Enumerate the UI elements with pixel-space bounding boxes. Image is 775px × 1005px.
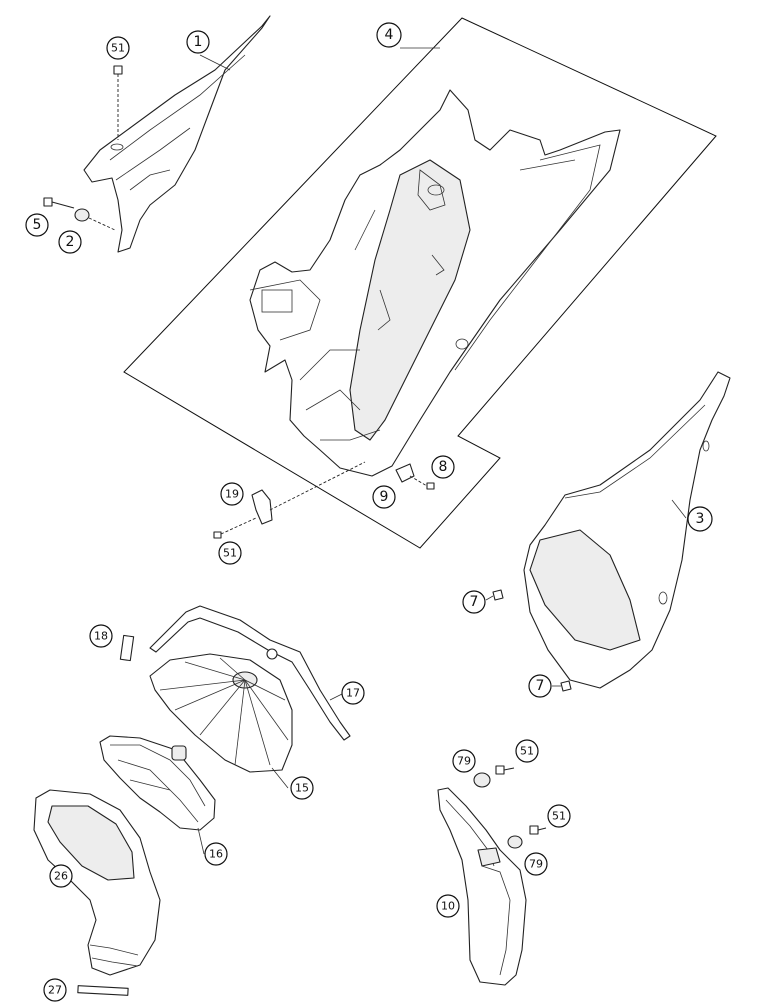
part-15-air-filter[interactable] xyxy=(149,653,293,773)
svg-text:15: 15 xyxy=(295,782,309,795)
fastener-51-top[interactable] xyxy=(113,65,123,140)
part-16-filter-cage[interactable] xyxy=(99,735,216,831)
callout-18: 18 xyxy=(89,624,113,648)
svg-text:79: 79 xyxy=(457,755,471,768)
screw-5[interactable] xyxy=(43,197,75,209)
screw-51-upper-right[interactable] xyxy=(495,765,515,775)
svg-text:51: 51 xyxy=(223,547,237,560)
washer-79-lower[interactable] xyxy=(507,835,523,849)
callout-3: 3 xyxy=(687,506,713,532)
svg-text:5: 5 xyxy=(33,217,42,233)
svg-text:9: 9 xyxy=(380,489,389,505)
svg-text:19: 19 xyxy=(225,488,239,501)
washer-79-upper[interactable] xyxy=(473,772,491,788)
bolt-8[interactable] xyxy=(426,482,435,490)
callout-51-mid: 51 xyxy=(218,541,242,565)
svg-text:27: 27 xyxy=(48,984,62,997)
screw-7-upper[interactable] xyxy=(492,589,504,601)
screw-51-lower-right[interactable] xyxy=(529,825,547,835)
part-1-left-cover[interactable] xyxy=(83,15,271,253)
callout-5: 5 xyxy=(25,213,49,237)
callout-2: 2 xyxy=(58,230,82,254)
svg-text:3: 3 xyxy=(696,511,705,527)
pin-18[interactable] xyxy=(119,634,135,662)
callout-51-lower-right: 51 xyxy=(547,804,571,828)
part-17-filter-holder[interactable] xyxy=(149,605,351,741)
svg-text:26: 26 xyxy=(54,870,68,883)
callout-79-lower: 79 xyxy=(524,852,548,876)
washer-2[interactable] xyxy=(74,208,116,231)
svg-text:51: 51 xyxy=(520,745,534,758)
bracket-19[interactable] xyxy=(251,461,366,525)
part-10-air-guide[interactable] xyxy=(437,787,527,986)
svg-text:79: 79 xyxy=(529,858,543,871)
svg-text:7: 7 xyxy=(536,678,545,694)
callout-4: 4 xyxy=(376,22,402,48)
callout-10: 10 xyxy=(436,894,460,918)
assembly-frame-4 xyxy=(123,17,717,549)
callout-79-upper: 79 xyxy=(452,749,476,773)
part-3-side-cover[interactable] xyxy=(523,371,731,689)
svg-text:10: 10 xyxy=(441,900,455,913)
part-27-rod[interactable] xyxy=(77,985,129,996)
part-26-intake-boot[interactable] xyxy=(33,789,161,976)
svg-text:2: 2 xyxy=(66,234,75,250)
svg-text:51: 51 xyxy=(111,42,125,55)
callout-7-upper: 7 xyxy=(462,590,486,614)
screw-7-lower[interactable] xyxy=(560,680,572,692)
svg-text:17: 17 xyxy=(346,687,360,700)
svg-text:18: 18 xyxy=(94,630,108,643)
part-4-airbox-assembly[interactable] xyxy=(249,89,621,477)
callout-27: 27 xyxy=(43,978,67,1002)
callout-8: 8 xyxy=(431,455,455,479)
svg-text:7: 7 xyxy=(470,594,479,610)
svg-text:8: 8 xyxy=(439,459,448,475)
svg-text:1: 1 xyxy=(194,34,203,50)
leader-lines xyxy=(197,47,687,855)
callout-16: 16 xyxy=(204,842,228,866)
fastener-51-mid[interactable] xyxy=(213,517,257,539)
svg-text:51: 51 xyxy=(552,810,566,823)
callout-1: 1 xyxy=(186,30,210,54)
callout-19: 19 xyxy=(220,482,244,506)
callout-15: 15 xyxy=(290,776,314,800)
clip-9[interactable] xyxy=(395,463,428,487)
svg-text:16: 16 xyxy=(209,848,223,861)
callout-51-upper-right: 51 xyxy=(515,739,539,763)
callout-26: 26 xyxy=(49,864,73,888)
callout-9: 9 xyxy=(372,485,396,509)
callout-51-top: 51 xyxy=(106,36,130,60)
svg-text:4: 4 xyxy=(385,27,394,43)
callout-7-lower: 7 xyxy=(528,674,552,698)
callout-17: 17 xyxy=(341,681,365,705)
